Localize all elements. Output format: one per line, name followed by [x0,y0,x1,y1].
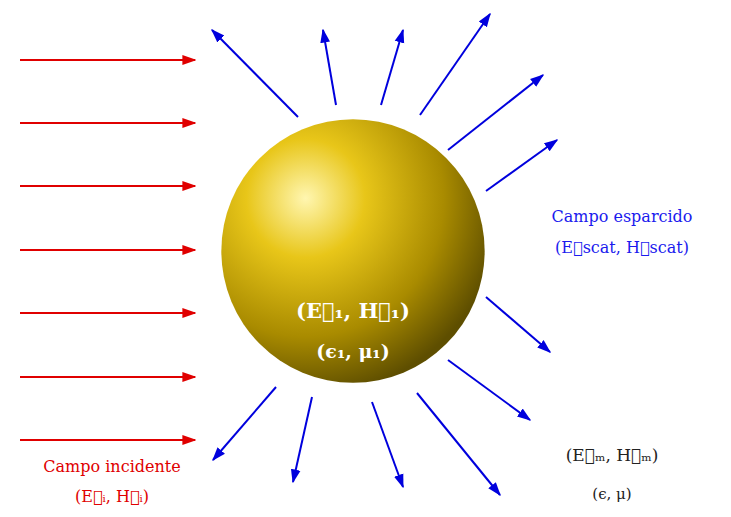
scattered-arrow [372,402,403,487]
sphere-field-label: (E⃗₁, H⃗₁) [220,298,486,323]
scattered-arrow [448,75,543,150]
scattered-field-symbol: (E⃗scat, H⃗scat) [555,238,689,257]
scattered-arrow [448,360,530,420]
scattered-arrow [417,393,500,495]
medium-field-symbol: (E⃗ₘ, H⃗ₘ) [566,445,659,465]
incident-field-title: Campo incidente [43,457,180,476]
scattered-arrow [212,30,298,117]
scattered-field-title: Campo esparcido [552,207,693,226]
scattered-arrow [486,140,557,191]
scattered-arrow [293,397,312,482]
incident-arrow [20,439,195,441]
scattered-arrows [212,14,557,495]
incident-arrow [20,122,195,124]
incident-field-symbol: (E⃗ᵢ, H⃗ᵢ) [75,487,149,506]
scattered-arrow [381,30,403,105]
scattered-arrow [486,297,550,352]
incident-arrow [20,185,195,187]
incident-arrow [20,376,195,378]
scattered-arrow [323,30,336,105]
incident-arrow [20,59,195,61]
sphere-body [221,119,484,382]
incident-arrow [20,249,195,251]
scattered-arrow [213,387,276,460]
incident-arrow [20,312,195,314]
sphere-field-label: (ϵ₁, μ₁) [220,340,486,362]
scattered-arrow [420,14,490,115]
sphere: (E⃗₁, H⃗₁) (ϵ₁, μ₁) [220,118,486,384]
medium-properties: (ϵ, μ) [592,485,631,503]
incident-arrows [20,60,195,440]
